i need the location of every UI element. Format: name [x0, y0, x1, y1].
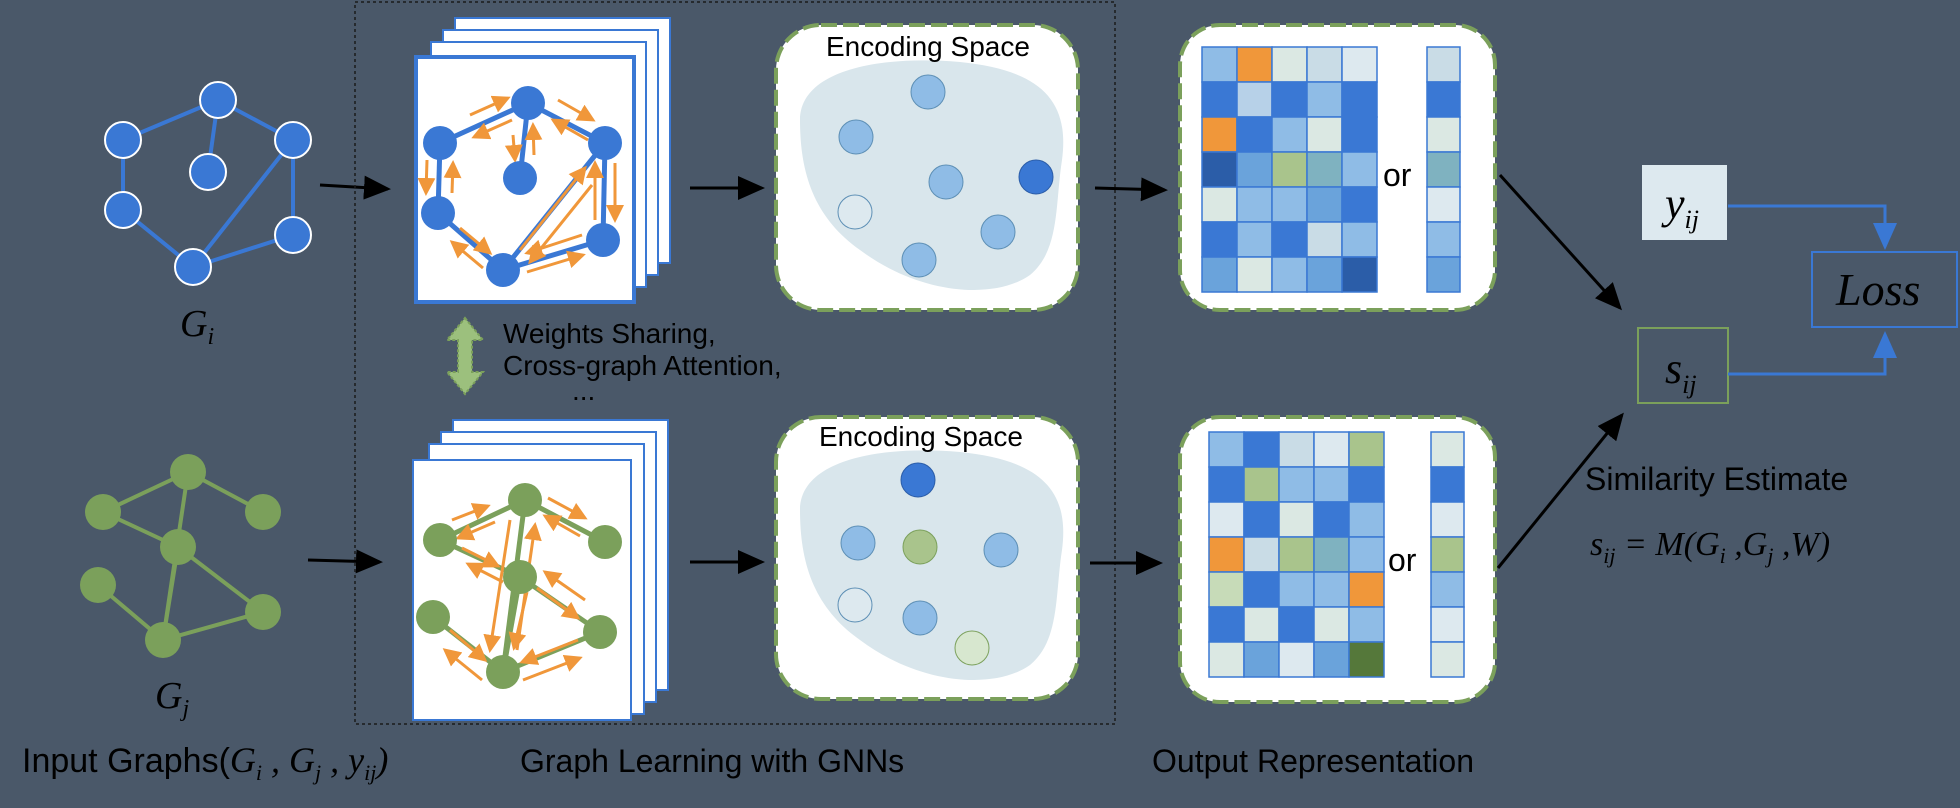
sij-box [1637, 327, 1729, 404]
arrow-gj-to-gnn [307, 549, 383, 574]
encoding-space-bottom [774, 415, 1080, 701]
weights-line-2: Cross-graph Attention, [503, 350, 782, 381]
arrow-sij-to-loss [1728, 331, 1897, 376]
weights-sharing-arrow [444, 316, 486, 396]
encoding-space-bottom-label: Encoding Space [819, 421, 1023, 452]
graph-gj-nodes [80, 454, 281, 658]
output-representation-bottom [1178, 415, 1497, 704]
arrow-yij-to-loss [1728, 204, 1897, 250]
or-bottom: or [1388, 542, 1417, 578]
output-representation-caption: Output Representation [1152, 743, 1474, 779]
weights-line-1: Weights Sharing, [503, 318, 716, 349]
or-top: or [1383, 157, 1412, 193]
graph-gi-nodes [104, 81, 312, 286]
gnn-card-bottom-graph [416, 483, 622, 689]
encoding-space-top-label: Encoding Space [826, 31, 1030, 62]
gnn-card-top-graph [417, 86, 624, 287]
arrow-gi-to-gnn [319, 175, 391, 200]
graph-learning-caption: Graph Learning with GNNs [520, 743, 904, 779]
yij-box [1642, 165, 1727, 240]
gnn-stack-bottom [412, 419, 669, 721]
sij-label: sij [1665, 344, 1697, 399]
input-graphs-caption: Input Graphs(Gi , Gj , yij) [22, 740, 388, 785]
similarity-estimate-label: Similarity Estimate [1585, 461, 1848, 497]
loss-label: Loss [1835, 264, 1920, 315]
arrow-output-top-to-estimate [1498, 173, 1623, 311]
gj-label: Gj [155, 675, 189, 722]
weights-line-3: ... [572, 375, 595, 406]
encoding-space-top [774, 23, 1080, 312]
loss-box [1811, 251, 1958, 328]
gi-label: Gi [180, 303, 214, 350]
gnn-region-box [354, 1, 1116, 725]
yij-label: yij [1661, 179, 1699, 234]
output-representation-top [1178, 23, 1497, 312]
similarity-formula: sij = M(Gi ,Gj ,W) [1590, 526, 1830, 568]
arrow-encoding-to-output-top [1094, 177, 1168, 202]
arrow-output-bottom-to-estimate [1496, 412, 1624, 569]
